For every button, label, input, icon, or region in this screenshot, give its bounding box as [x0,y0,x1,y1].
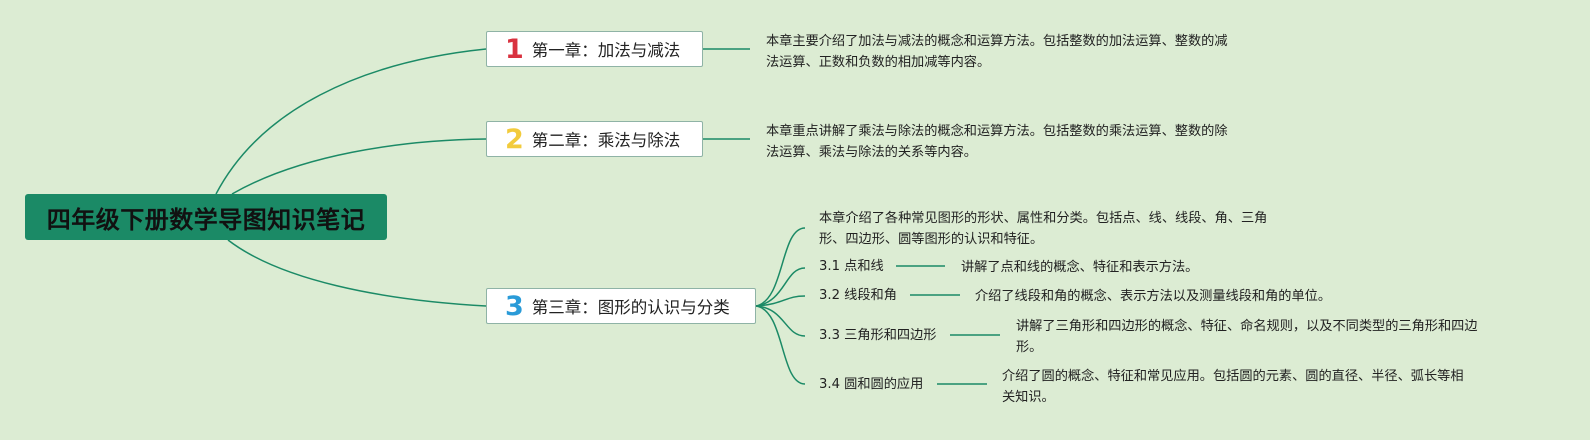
chapter-1-desc-line-2: 法运算、正数和负数的相加减等内容。 [766,55,991,70]
link-ch3-s3 [755,305,806,337]
section-3-1-label[interactable]: 3.1 点和线 [819,259,884,274]
link-ch3-intro [755,227,806,307]
chapter-1-desc: 本章主要介绍了加法与减法的概念和运算方法。包括整数的加法运算、整数的减 法运算、… [766,31,1228,73]
section-3-4-desc: 介绍了圆的概念、特征和常见应用。包括圆的元素、圆的直径、半径、弧长等相 关知识。 [1002,366,1464,408]
section-3-1-desc-line-1: 讲解了点和线的概念、特征和表示方法。 [961,260,1199,275]
chapter-1-number: 1 [505,33,524,65]
chapter-2-title: 第二章：乘法与除法 [531,131,681,150]
section-3-2-label[interactable]: 3.2 线段和角 [819,288,897,303]
chapter-3-intro-line-2: 形、四边形、圆等图形的认识和特征。 [819,232,1044,247]
link-root-ch2 [231,138,487,195]
link-root-ch3 [227,239,487,307]
section-3-2-desc-line-1: 介绍了线段和角的概念、表示方法以及测量线段和角的单位。 [975,289,1332,304]
chapter-2-desc-line-1: 本章重点讲解了乘法与除法的概念和运算方法。包括整数的乘法运算、整数的除 [766,124,1228,139]
link-ch3-s2 [755,295,806,307]
link-root-ch1 [215,48,487,195]
chapter-3-intro: 本章介绍了各种常见图形的形状、属性和分类。包括点、线、线段、角、三角 形、四边形… [819,208,1267,250]
section-3-3-desc-line-1: 讲解了三角形和四边形的概念、特征、命名规则，以及不同类型的三角形和四边 [1016,319,1478,334]
chapter-2-node[interactable]: 2 第二章：乘法与除法 [486,121,703,157]
link-ch3-s1 [755,267,806,307]
chapter-2-desc-line-2: 法运算、乘法与除法的关系等内容。 [766,145,977,160]
section-3-4-desc-line-2: 关知识。 [1002,390,1055,405]
section-3-3-desc-line-2: 形。 [1016,340,1043,355]
section-3-3-desc: 讲解了三角形和四边形的概念、特征、命名规则，以及不同类型的三角形和四边 形。 [1016,316,1478,358]
chapter-3-number: 3 [505,290,524,322]
section-3-4-desc-line-1: 介绍了圆的概念、特征和常见应用。包括圆的元素、圆的直径、半径、弧长等相 [1002,369,1464,384]
section-3-1-desc: 讲解了点和线的概念、特征和表示方法。 [961,257,1198,278]
root-title: 四年级下册数学导图知识笔记 [46,205,366,234]
chapter-3-title: 第三章：图形的认识与分类 [531,298,730,317]
chapter-2-number: 2 [505,123,524,155]
root-node[interactable]: 四年级下册数学导图知识笔记 [25,194,387,240]
chapter-3-node[interactable]: 3 第三章：图形的认识与分类 [486,288,756,324]
section-3-2-desc: 介绍了线段和角的概念、表示方法以及测量线段和角的单位。 [975,286,1331,307]
link-ch3-s4 [755,305,806,385]
chapter-1-node[interactable]: 1 第一章：加法与减法 [486,31,703,67]
section-3-4-label[interactable]: 3.4 圆和圆的应用 [819,377,924,392]
chapter-1-title: 第一章：加法与减法 [531,41,681,60]
section-3-3-label[interactable]: 3.3 三角形和四边形 [819,328,937,343]
chapter-2-desc: 本章重点讲解了乘法与除法的概念和运算方法。包括整数的乘法运算、整数的除 法运算、… [766,121,1228,163]
chapter-3-intro-line-1: 本章介绍了各种常见图形的形状、属性和分类。包括点、线、线段、角、三角 [819,211,1268,226]
chapter-1-desc-line-1: 本章主要介绍了加法与减法的概念和运算方法。包括整数的加法运算、整数的减 [766,34,1228,49]
